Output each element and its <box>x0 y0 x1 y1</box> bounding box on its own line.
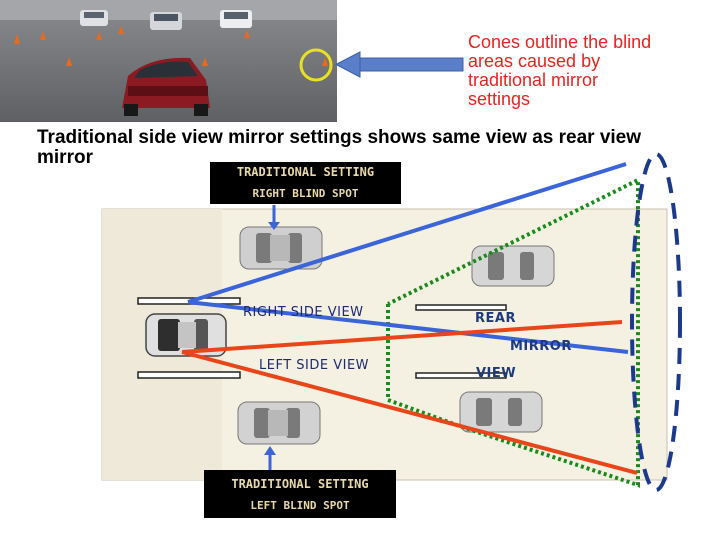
label-subtitle: RIGHT BLIND SPOT <box>252 187 359 200</box>
right-side-view-label: RIGHT SIDE VIEW <box>243 305 364 320</box>
arrow-to-right-lane-car <box>268 205 280 230</box>
distant-car <box>80 10 108 26</box>
left-view-line-inner <box>181 320 623 354</box>
rear-mirror-bar-bottom <box>415 372 507 379</box>
traffic-cones <box>14 26 328 66</box>
own-car <box>145 313 227 357</box>
car-far-right-upper <box>471 245 555 287</box>
car-right-lane <box>239 226 323 270</box>
blind-zone-outline <box>630 152 682 492</box>
rear-mirror-view-label-1: REAR <box>475 311 516 326</box>
left-side-view-label: LEFT SIDE VIEW <box>259 358 370 373</box>
rear-mirror-view-label-2: MIRROR <box>510 339 572 354</box>
label-title: TRADITIONAL SETTING <box>236 165 375 179</box>
car-far-right-lower <box>459 391 543 433</box>
car-left-lane <box>237 401 321 445</box>
left-mirror-bar <box>137 371 241 379</box>
caption-line: Cones outline the blind <box>468 32 652 52</box>
headline-line: Traditional side view mirror settings sh… <box>37 127 642 148</box>
left-blind-spot-label: TRADITIONAL SETTING LEFT BLIND SPOT <box>204 470 396 518</box>
distant-car <box>220 10 252 28</box>
slide-headline: Traditional side view mirror settings sh… <box>37 128 707 168</box>
caption-line: settings <box>468 89 531 109</box>
cone-highlight-circle <box>299 48 333 82</box>
headline-line: mirror <box>37 147 93 168</box>
pointer-arrow <box>334 51 464 78</box>
rear-mirror-view-label-3: VIEW <box>476 366 517 381</box>
arrow-to-left-lane-car <box>264 446 276 470</box>
label-title: TRADITIONAL SETTING <box>231 477 369 491</box>
right-view-line-outer <box>187 162 627 304</box>
photo-caption: Cones outline the blind areas caused by … <box>468 33 718 109</box>
caption-line: areas caused by <box>468 51 601 71</box>
right-view-line-inner <box>187 300 629 354</box>
distant-car <box>150 12 182 30</box>
label-subtitle: LEFT BLIND SPOT <box>250 499 350 512</box>
red-car <box>122 57 210 116</box>
parking-lot-photo <box>0 0 337 122</box>
right-blind-spot-label: TRADITIONAL SETTING RIGHT BLIND SPOT <box>210 162 401 204</box>
rear-mirror-bar-top <box>415 304 507 311</box>
caption-line: traditional mirror <box>468 70 599 90</box>
left-view-line-outer <box>181 350 638 475</box>
